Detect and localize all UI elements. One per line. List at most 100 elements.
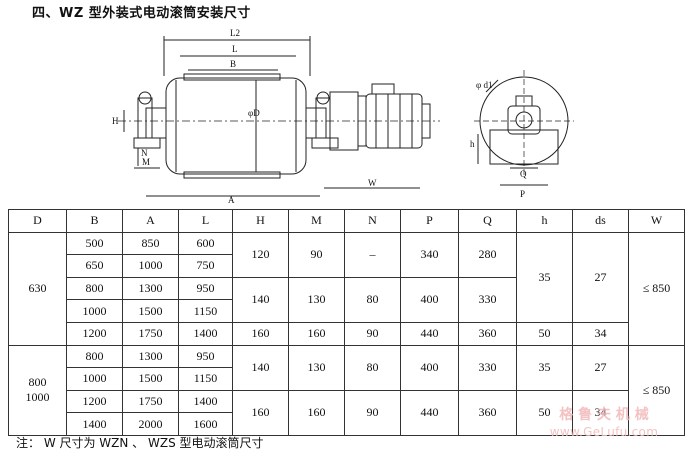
table-cell: 1300 — [122, 344, 179, 369]
header-cell: H — [232, 209, 289, 233]
table-row: 1000 1500 1150 — [9, 367, 685, 391]
header-cell: Q — [458, 209, 517, 233]
table-cell: 160 — [288, 389, 345, 436]
watermark: 格 鲁 夫 机 械 www.GeLufu.com — [522, 407, 686, 441]
table-cell: 1200 — [66, 321, 123, 346]
dim-label-H: H — [112, 116, 119, 126]
table-cell: 34 — [572, 321, 629, 346]
table-cell: 1150 — [178, 299, 233, 323]
dim-label-M: M — [142, 157, 150, 167]
table-cell: 1400 — [66, 412, 123, 436]
table-cell: 330 — [458, 276, 517, 323]
table-cell-W: ≤ 850 — [628, 231, 685, 346]
table-cell: 1600 — [178, 412, 233, 436]
table-cell: 340 — [400, 231, 459, 278]
table-cell: 360 — [458, 321, 517, 346]
dim-label-W: W — [368, 178, 377, 188]
page-title: 四、WZ 型外装式电动滚筒安装尺寸 — [32, 6, 251, 21]
table-cell: 750 — [178, 254, 233, 278]
table-cell: 1750 — [122, 321, 179, 346]
table-cell: 1750 — [122, 389, 179, 414]
watermark-line1: 格 鲁 夫 机 械 — [559, 407, 649, 423]
table-cell: 160 — [232, 321, 289, 346]
dim-label-phiD: φD — [248, 108, 260, 118]
header-cell: D — [8, 209, 67, 233]
table-cell: 1000 — [66, 367, 123, 391]
table-cell: 1400 — [178, 389, 233, 414]
dimension-table: D B A L H M N P Q h ds W 630 500 850 600… — [8, 209, 685, 436]
header-cell: ds — [572, 209, 629, 233]
table-cell: 140 — [232, 276, 289, 323]
table-cell-W: ≤ 850 — [628, 344, 685, 436]
table-cell: 90 — [344, 321, 401, 346]
header-cell: P — [400, 209, 459, 233]
table-cell: 850 — [122, 231, 179, 256]
header-cell: W — [628, 209, 685, 233]
table-cell: 400 — [400, 276, 459, 323]
table-cell: 400 — [400, 344, 459, 391]
table-cell: 27 — [572, 344, 629, 391]
table-cell: 1150 — [178, 367, 233, 391]
table-cell: 440 — [400, 389, 459, 436]
table-cell: 90 — [344, 389, 401, 436]
table-cell: 1500 — [122, 367, 179, 391]
table-cell: 950 — [178, 276, 233, 301]
table-cell: 440 — [400, 321, 459, 346]
header-cell: A — [122, 209, 179, 233]
table-cell: 1200 — [66, 389, 123, 414]
table-row: 1200 1750 1400 160 160 90 440 360 50 34 — [9, 389, 685, 436]
table-cell: 160 — [232, 389, 289, 436]
left-bearing — [145, 107, 167, 139]
header-cell: B — [66, 209, 123, 233]
watermark-line2: www.GeLufu.com — [549, 425, 659, 439]
table-cell: 35 — [516, 231, 573, 323]
table-cell: 650 — [66, 254, 123, 278]
table-cell: 1300 — [122, 276, 179, 301]
table-cell: 800 — [66, 276, 123, 301]
table-cell: 500 — [66, 231, 123, 256]
table-cell: 130 — [288, 276, 345, 323]
table-row: 630 500 850 600 120 90 – 340 280 35 27 ≤… — [8, 231, 685, 346]
table-cell: 1000 — [66, 299, 123, 323]
dim-label-A: A — [228, 195, 235, 205]
drum-body — [165, 77, 307, 175]
table-cell: 360 — [458, 389, 517, 436]
table-row: 1000 1500 1150 — [9, 299, 685, 323]
footnote: 注： W 尺寸为 WZN 、 WZS 型电动滚筒尺寸 — [16, 436, 264, 450]
table-cell: 1500 — [122, 299, 179, 323]
header-cell: M — [288, 209, 345, 233]
table-cell: 140 — [232, 344, 289, 391]
table-cell: 35 — [516, 344, 573, 391]
table-cell-D: 800 1000 — [8, 344, 67, 436]
table-cell: 50 — [516, 321, 573, 346]
dim-label-phid1: φ d1 — [476, 80, 492, 90]
dim-label-L2: L2 — [230, 28, 240, 38]
table-cell: 800 — [66, 344, 123, 369]
table-cell: 1000 — [122, 254, 179, 278]
dim-label-h: h — [470, 139, 475, 149]
table-row: 1200 1750 1400 160 160 90 440 360 50 34 — [9, 321, 685, 346]
table-cell: 160 — [288, 321, 345, 346]
table-cell: 950 — [178, 344, 233, 369]
installation-drawing: L2 L B φD H N M A W φ d1 h Q P — [112, 28, 574, 205]
dim-label-Q: Q — [520, 169, 527, 179]
table-cell: 34 — [572, 389, 629, 436]
table-row: 650 1000 750 — [9, 254, 685, 278]
dim-label-N: N — [141, 148, 148, 158]
dim-label-P: P — [520, 189, 525, 199]
table-row: 800 1300 950 140 130 80 400 330 — [9, 276, 685, 323]
table-cell: 600 — [178, 231, 233, 256]
table-cell: 120 — [232, 231, 289, 278]
table-row: 1400 2000 1600 — [9, 412, 685, 436]
table-cell: 2000 — [122, 412, 179, 436]
header-cell: h — [516, 209, 573, 233]
table-cell: – — [344, 231, 401, 278]
header-cell: N — [344, 209, 401, 233]
table-cell-D: 630 — [8, 231, 67, 346]
table-cell: 280 — [458, 231, 517, 278]
dim-label-L: L — [232, 44, 238, 54]
table-cell: 130 — [288, 344, 345, 391]
table-cell: 50 — [516, 389, 573, 436]
table-cell: 1400 — [178, 321, 233, 346]
table-header-row: D B A L H M N P Q h ds W — [8, 209, 685, 233]
